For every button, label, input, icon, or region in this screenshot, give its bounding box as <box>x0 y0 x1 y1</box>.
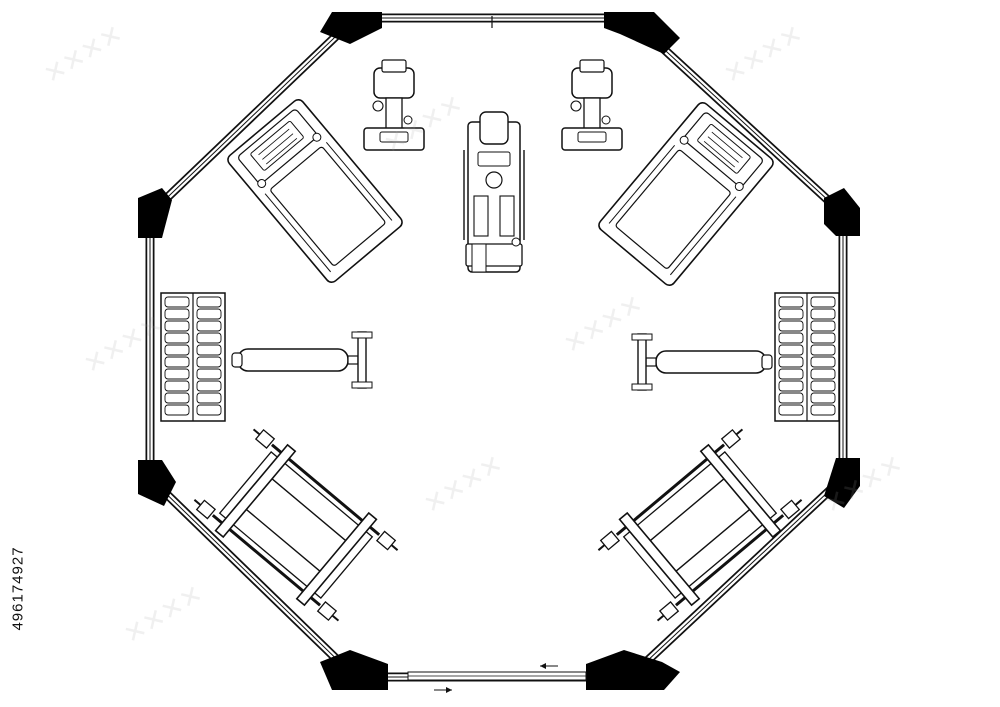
weight-bench-right <box>631 333 773 391</box>
dumbbell-rack-right <box>775 293 839 421</box>
arrow-right-icon <box>434 687 452 693</box>
exercise-bike-right <box>561 59 623 151</box>
treadmill-left <box>224 96 406 286</box>
arrow-left-icon <box>540 663 558 669</box>
exercise-bike-left <box>363 59 425 151</box>
stock-id: 496174927 <box>9 546 27 631</box>
squat-rack-left <box>186 420 406 630</box>
door-top[interactable] <box>384 16 602 28</box>
squat-rack-right <box>590 420 810 630</box>
corner-columns <box>138 12 860 690</box>
weight-bench-left <box>231 331 373 389</box>
dumbbell-rack-left <box>161 293 225 421</box>
door-bottom[interactable] <box>407 663 587 693</box>
elliptical-trainer <box>463 111 525 273</box>
